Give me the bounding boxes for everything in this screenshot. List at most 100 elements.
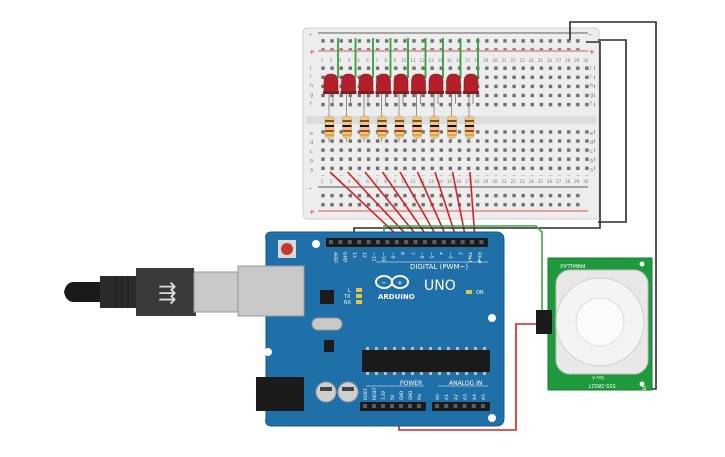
resistor-band bbox=[325, 134, 334, 136]
chip-pin bbox=[483, 347, 486, 350]
rail-plus-symbol: + bbox=[309, 48, 315, 56]
power-pin bbox=[363, 404, 367, 408]
digital-pin-label: GND bbox=[342, 252, 348, 263]
column-number: 5 bbox=[357, 58, 360, 63]
column-number: 13 bbox=[429, 179, 435, 184]
row-letter: h bbox=[590, 83, 593, 89]
resistor-band bbox=[360, 130, 369, 132]
column-number: 5 bbox=[357, 179, 360, 184]
pir-name: PIR Sensor bbox=[640, 386, 646, 414]
resistor-band bbox=[342, 120, 352, 122]
column-number: 6 bbox=[366, 179, 369, 184]
column-number: 20 bbox=[492, 58, 498, 63]
column-number: 24 bbox=[529, 58, 535, 63]
chip-pin bbox=[483, 372, 486, 375]
header-pin bbox=[338, 240, 343, 244]
digital-pin-label: 13 bbox=[351, 252, 357, 258]
column-number: 9 bbox=[394, 58, 397, 63]
digital-pin-label: 12 bbox=[361, 252, 367, 258]
analog-pin-label: A5 bbox=[481, 394, 487, 400]
mount-hole bbox=[488, 414, 496, 422]
resistor-band bbox=[360, 134, 369, 136]
row-letter: h bbox=[310, 83, 313, 89]
led-rim bbox=[358, 91, 374, 94]
resistor-band bbox=[325, 130, 334, 132]
column-number: 25 bbox=[538, 58, 544, 63]
led-rim bbox=[323, 91, 339, 94]
analog-pin bbox=[462, 404, 467, 408]
resistor-band bbox=[412, 120, 422, 122]
chip-pin bbox=[411, 372, 414, 375]
chip-pin bbox=[375, 347, 378, 350]
svg-text:+: + bbox=[397, 279, 403, 287]
column-number: 30 bbox=[583, 179, 589, 184]
column-number: 23 bbox=[520, 179, 526, 184]
header-pin bbox=[347, 240, 352, 244]
column-number: 29 bbox=[574, 58, 580, 63]
header-pin bbox=[432, 240, 437, 244]
row-letter: e bbox=[590, 131, 593, 137]
power-pin bbox=[381, 404, 385, 408]
column-number: 10 bbox=[401, 58, 407, 63]
resistor-band bbox=[412, 130, 422, 132]
column-number: 21 bbox=[501, 58, 507, 63]
reset-button[interactable] bbox=[281, 243, 293, 255]
row-letter: b bbox=[310, 158, 313, 164]
pir-mount-hole bbox=[639, 261, 645, 267]
status-led-rx bbox=[356, 300, 362, 304]
column-number: 4 bbox=[348, 179, 351, 184]
led bbox=[393, 73, 409, 93]
column-number: 15 bbox=[447, 179, 453, 184]
header-pin bbox=[376, 240, 380, 244]
resistor-band bbox=[430, 120, 439, 122]
chip-pin bbox=[420, 372, 423, 375]
digital-header-label: DIGITAL (PWM~) bbox=[410, 263, 468, 271]
chip-pin bbox=[447, 347, 450, 350]
resistor-group bbox=[324, 110, 475, 142]
column-number: 23 bbox=[520, 58, 526, 63]
resistor-band bbox=[395, 130, 404, 132]
mount-hole bbox=[264, 348, 272, 356]
row-letter: d bbox=[310, 140, 313, 146]
status-led-l bbox=[356, 288, 362, 292]
header-pin bbox=[470, 240, 474, 244]
header-pin bbox=[441, 240, 446, 244]
chip-pin bbox=[384, 372, 387, 375]
chip-pins bbox=[366, 347, 486, 375]
column-number: 8 bbox=[384, 179, 387, 184]
header-pin bbox=[479, 240, 484, 244]
power-pin-label: Vin bbox=[417, 393, 422, 400]
power-pin-label: 5V bbox=[390, 394, 395, 400]
usb-symbol-icon: ⇶ bbox=[158, 281, 176, 306]
column-number: 17 bbox=[465, 179, 471, 184]
header-pin bbox=[329, 240, 333, 244]
led bbox=[411, 73, 426, 93]
usb-connector-metal bbox=[193, 271, 245, 313]
digital-pin-label: 4 bbox=[438, 252, 444, 255]
chip-pin bbox=[465, 372, 468, 375]
resistor-band bbox=[430, 130, 439, 132]
header-pin bbox=[404, 240, 409, 244]
led bbox=[358, 73, 374, 93]
resistor-band bbox=[377, 125, 387, 127]
column-number: 14 bbox=[438, 58, 444, 63]
column-number: 7 bbox=[375, 58, 378, 63]
chip-pin bbox=[429, 347, 432, 350]
column-number: 8 bbox=[384, 58, 387, 63]
led bbox=[446, 73, 461, 93]
digital-pin-label: AREF bbox=[332, 252, 338, 264]
chip-pin bbox=[384, 347, 387, 350]
column-number: 26 bbox=[547, 58, 553, 63]
resistor-band bbox=[360, 120, 369, 122]
status-label-rx: RX bbox=[344, 300, 351, 306]
resistor-band bbox=[465, 125, 474, 127]
pir-rev: Rev A bbox=[592, 375, 604, 380]
digital-header-pins bbox=[329, 240, 484, 244]
ground-wire-rail bbox=[598, 39, 627, 223]
usb-plug-grip bbox=[115, 276, 129, 308]
led-rim bbox=[428, 91, 444, 94]
column-number: 4 bbox=[348, 58, 351, 63]
analog-pin-label: A0 bbox=[435, 394, 441, 400]
column-number: 17 bbox=[465, 58, 471, 63]
